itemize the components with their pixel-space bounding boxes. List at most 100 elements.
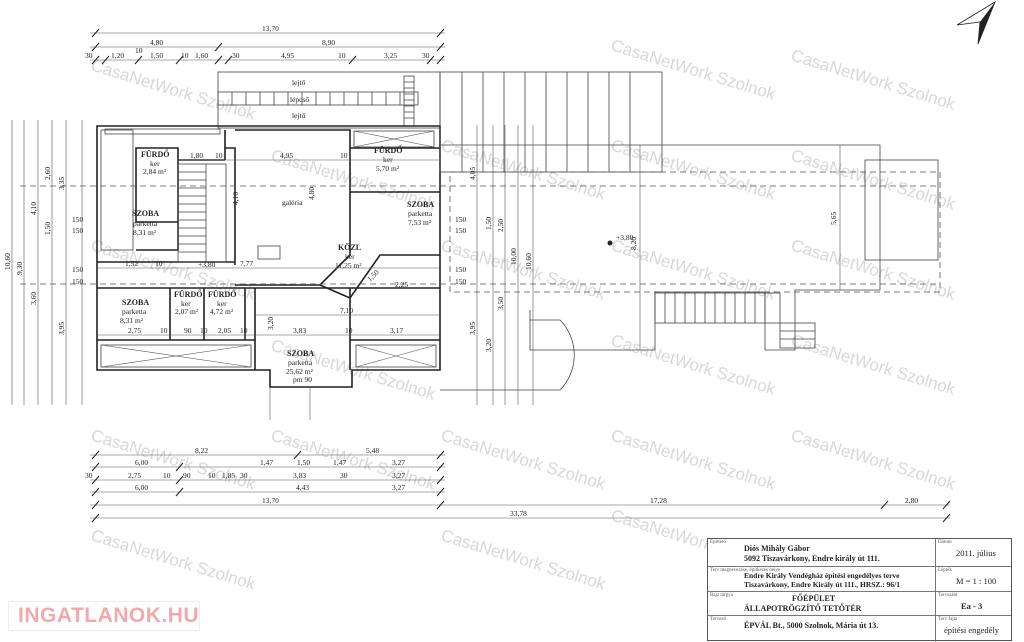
dim-label: 4,10 xyxy=(231,192,240,205)
project-name: Endre Király Vendégház építési engedélye… xyxy=(744,571,900,580)
dim-label: 10 xyxy=(340,151,348,160)
watermark: CasaNetWork Szolnok xyxy=(609,426,778,494)
room-labels: FÜRDŐ ker 2,84 m² SZOBA parketta 8,31 m²… xyxy=(120,145,434,384)
title-block: Építtető Diós Mihály Gábor 5092 Tiszavár… xyxy=(707,538,1012,642)
level-label: +3,80 xyxy=(616,233,634,242)
dim-label: 10 xyxy=(163,471,171,480)
caption: Lépték xyxy=(938,568,952,573)
terrace-label: lejtő xyxy=(292,111,306,120)
dim-label: 7,53 m² xyxy=(408,218,432,227)
room-furdo-1: FÜRDŐ ker 2,84 m² xyxy=(141,149,169,176)
plan-type: építési engedély xyxy=(944,625,999,635)
dim-label: 30 xyxy=(240,471,248,480)
dim-label: 3,50 xyxy=(496,297,505,310)
dim-label: 2,07 m² xyxy=(175,307,199,316)
drawing-subtitle: ÁLLAPOTRÖGZÍTŐ TETŐTÉR xyxy=(744,604,862,613)
dim-label: 2,75 xyxy=(128,326,141,335)
dim-label: parketta xyxy=(408,209,433,218)
terrace-label: lejtő xyxy=(292,78,306,87)
dim-label: FÜRDŐ xyxy=(174,289,202,299)
dim-label: 90 xyxy=(183,471,191,480)
dim-label: 2,84 m² xyxy=(143,167,167,176)
dim-label: 2,25 xyxy=(395,280,408,289)
dim-label: 1,20 xyxy=(111,51,124,60)
caption: Tervszám xyxy=(938,593,958,598)
room-szoba-3: SZOBA parketta 8,31 m² xyxy=(120,298,149,325)
room-szoba-2: SZOBA parketta 7,53 m² xyxy=(407,200,434,227)
right-dimensions: 10,60 10,00 4,05 3,95 3,50 3,20 2,50 1,5… xyxy=(455,125,534,405)
caption: Tervező xyxy=(710,617,727,622)
dim-label: 10,60 xyxy=(3,253,12,270)
dim-label: FÜRDŐ xyxy=(141,149,169,159)
logo-text: INGATLANOK.HU xyxy=(18,604,200,627)
dim-label: 3,20 xyxy=(266,317,275,330)
dim-label: 1,50 xyxy=(365,268,381,284)
room-szoba-1: SZOBA parketta 8,31 m² xyxy=(132,209,159,237)
dim-label: 3,27 xyxy=(392,483,405,492)
dim-label: 10 xyxy=(160,326,168,335)
title-row-drawing: Rajz tárgya FŐÉPÜLET ÁLLAPOTRÖGZÍTŐ TETŐ… xyxy=(708,592,1011,616)
dim-label: 11,25 m² xyxy=(335,261,362,270)
left-dimensions: 10,60 9,30 3,35 3,95 4,10 3,60 2,60 1,50… xyxy=(3,120,84,405)
room-furdo-2: FÜRDŐ ker 5,70 m² xyxy=(374,145,402,173)
ingatlanok-logo: INGATLANOK.HU xyxy=(8,601,200,631)
dim-label: 1,85 xyxy=(222,471,235,480)
dim-label: 30 xyxy=(340,471,348,480)
dim-label: 6,00 xyxy=(135,458,148,467)
dim-label: 13,70 xyxy=(262,496,279,505)
dim-label: 7,10 xyxy=(340,306,353,315)
dim-label: ker xyxy=(181,299,191,308)
caption: Dátum xyxy=(938,540,952,545)
project-location: Tiszavárkony, Endre Király út 111., HRSZ… xyxy=(744,580,900,589)
dim-label: 3,25 xyxy=(384,51,397,60)
dim-label: 150 xyxy=(455,226,467,235)
room-furdo-3: FÜRDŐ ker 2,07 m² xyxy=(174,289,202,316)
dim-label: 5,65 xyxy=(829,212,838,225)
dim-label: 10,60 xyxy=(524,253,533,270)
dim-label: parketta xyxy=(133,219,158,228)
drawing-title: FŐÉPÜLET xyxy=(792,594,836,603)
scale-value: M = 1 : 100 xyxy=(956,576,997,586)
north-arrow-icon xyxy=(956,1,996,45)
date-value: 2011. július xyxy=(956,548,996,558)
dim-label: 10 xyxy=(200,326,208,335)
dim-label: 10 xyxy=(208,471,216,480)
watermark: CasaNetWork Szolnok xyxy=(269,426,438,494)
dim-label: 1,50 xyxy=(43,222,52,235)
caption: Építtető xyxy=(710,540,726,545)
caption: Terv megnevezése, építkezés helye xyxy=(710,568,781,573)
dim-label: 8,31 m² xyxy=(120,316,144,325)
dim-label: 30 xyxy=(85,471,93,480)
level-label: +3,80 xyxy=(198,260,216,269)
dim-label: 3,17 xyxy=(390,326,403,335)
dim-label: 13,70 xyxy=(262,24,279,33)
dim-label: 1,80 xyxy=(190,151,203,160)
room-galeria: galéria xyxy=(282,198,303,207)
dim-label: 150 xyxy=(72,226,84,235)
dim-label: 4,72 m² xyxy=(210,307,234,316)
building-walls xyxy=(20,125,940,420)
dim-label: 25,62 m² xyxy=(286,367,314,376)
dim-label: 90 xyxy=(184,326,192,335)
dim-label: 2,50 xyxy=(496,219,505,232)
client-name: Diós Mihály Gábor xyxy=(744,544,810,553)
dim-label: 9,30 xyxy=(15,262,24,275)
watermark: CasaNetWork Szolnok xyxy=(439,426,608,494)
dim-label: pm 90 xyxy=(293,375,312,384)
dim-label: 3,95 xyxy=(468,322,477,335)
dim-label: ker xyxy=(150,159,160,168)
dim-label: 30 xyxy=(422,51,430,60)
watermark: CasaNetWork Szolnok xyxy=(789,46,958,114)
dim-label: 1,52 xyxy=(125,259,138,268)
dim-label: 2,05 xyxy=(218,326,231,335)
dim-label: 10 xyxy=(135,46,143,55)
dim-label: 30 xyxy=(232,51,240,60)
dim-label: 2,60 xyxy=(43,167,52,180)
dim-label: 150 xyxy=(455,215,467,224)
dim-label: 4,95 xyxy=(280,151,293,160)
watermark: CasaNetWork Szolnok xyxy=(609,36,778,104)
bottom-dimensions: 8,22 5,48 6,00 1,47 1,50 1,47 3,27 30 2,… xyxy=(85,446,951,523)
room-kozl: KÖZL ker 11,25 m² xyxy=(335,243,362,270)
watermark: CasaNetWork Szolnok xyxy=(89,56,258,124)
